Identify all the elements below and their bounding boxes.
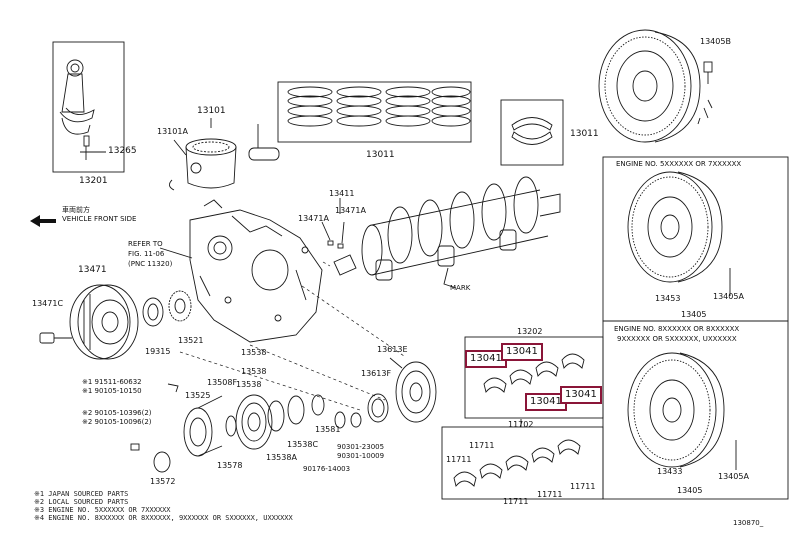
bolt-note: 90301-23005 [337, 443, 385, 451]
part-label: 13613F [361, 369, 392, 378]
rear-seal-icon [367, 393, 389, 423]
part-label: 13011 [570, 129, 599, 139]
part-label: 13433 [657, 467, 683, 476]
flywheel-box-1 [602, 156, 789, 322]
part-label: 11711 [570, 482, 596, 491]
part-label: 13405B [700, 37, 731, 46]
part-label: 13572 [150, 477, 176, 486]
refer-line[interactable]: FIG. 11-06 [128, 250, 165, 258]
part-label: 13405A [713, 292, 744, 301]
bolt-note: ※1 91511-60632 [82, 378, 142, 386]
part-label: 11711 [537, 490, 563, 499]
vehicle-front-arrow-icon [30, 215, 56, 227]
piston-rings-icon [287, 86, 471, 127]
part-label: 13471C [32, 299, 64, 308]
piston-pin-icon [248, 124, 280, 161]
mark-label: MARK [450, 284, 471, 292]
refer-line[interactable]: (PNC 11320) [128, 260, 173, 268]
part-label: 13011 [366, 150, 395, 160]
bolt-note: ※2 90105-10096(2) [82, 418, 152, 426]
main-bearing-box [464, 336, 604, 419]
part-label: 13538C [287, 440, 319, 449]
crank-pulley-icon [69, 284, 139, 360]
part-label: 19315 [145, 347, 171, 356]
part-label: 13578 [217, 461, 243, 470]
bolt-note: ※1 90105-10150 [82, 387, 142, 395]
flywheel-ring-icon [395, 361, 437, 423]
part-label: 13508F [207, 378, 238, 387]
crank-bearing-icon [453, 439, 581, 487]
conrod-box [52, 41, 125, 173]
part-label: 13521 [178, 336, 204, 345]
piston-icon [185, 138, 237, 189]
part-label: 13453 [655, 294, 681, 303]
rod-bearing-icon [511, 117, 553, 145]
highlighted-part-13041[interactable]: 13041 [560, 386, 602, 404]
part-label: 13471A [335, 206, 366, 215]
engine-note: 9XXXXXX OR SXXXXXX, UXXXXXX [617, 335, 737, 343]
flywheel-top-icon [598, 29, 701, 143]
flywheel-box-2 [602, 320, 789, 500]
oil-seal-icon [142, 297, 164, 327]
rod-bearing-box [500, 99, 564, 166]
footnote: ※4 ENGINE NO. 8XXXXXX OR 8XXXXXX, 9XXXXX… [34, 514, 293, 522]
part-label: 13201 [79, 176, 108, 186]
highlighted-part-13041[interactable]: 13041 [501, 343, 543, 361]
part-label: 13525 [185, 391, 211, 400]
part-label: 13471 [78, 265, 107, 275]
part-label: 13613E [377, 345, 408, 354]
footnote: ※3 ENGINE NO. 5XXXXXX OR 7XXXXXX [34, 506, 171, 514]
part-label: 13101 [197, 106, 226, 116]
crank-bearing-box [441, 426, 604, 500]
bolt-note: 90176-14003 [303, 465, 351, 473]
part-label: 13538 [241, 367, 267, 376]
drive-plate-icon-1 [627, 171, 723, 283]
part-label: 13471A [298, 214, 329, 223]
drive-plate-icon-2 [627, 352, 725, 468]
part-label: 13538 [241, 348, 267, 357]
part-label: 11711 [469, 441, 495, 450]
footnote: ※1 JAPAN SOURCED PARTS [34, 490, 129, 498]
part-label: 11702 [508, 420, 534, 429]
part-label: 13411 [329, 189, 355, 198]
vehicle-front-label-jp: 車両前方 [62, 206, 90, 214]
part-label: 13265 [108, 146, 137, 156]
connecting-rod-icon [59, 59, 95, 135]
part-label: 11711 [446, 455, 472, 464]
timing-gear-icon [168, 290, 192, 322]
part-label: 13538 [236, 380, 262, 389]
bolt-note: 90301-10009 [337, 452, 385, 460]
ring-set-box [277, 81, 472, 143]
part-label: 13538A [266, 453, 297, 462]
refer-line: REFER TO [128, 240, 163, 248]
bolt-note: ※2 90105-10396(2) [82, 409, 152, 417]
figure-code: 130870_ [733, 519, 764, 527]
part-label: 13202 [517, 327, 543, 336]
balance-shaft-icon [183, 395, 237, 457]
part-label: 11711 [503, 497, 529, 506]
pulley-bolt-icon [39, 332, 72, 344]
balancer-gear-icon [235, 394, 273, 450]
footnote: ※2 LOCAL SOURCED PARTS [34, 498, 129, 506]
part-label: 13405 [681, 310, 707, 319]
crankshaft-icon [333, 176, 561, 281]
engine-note: ENGINE NO. 5XXXXXX OR 7XXXXXX [616, 160, 742, 168]
vehicle-front-label: VEHICLE FRONT SIDE [62, 215, 137, 223]
part-label: 13405 [677, 486, 703, 495]
part-label: 13101A [157, 127, 188, 136]
engine-note: ENGINE NO. 8XXXXXX OR 8XXXXXX [614, 325, 740, 333]
part-label: 13405A [718, 472, 749, 481]
timing-cover-icon [189, 199, 323, 343]
main-bearing-icon [483, 353, 585, 393]
part-label: 13581 [315, 425, 341, 434]
